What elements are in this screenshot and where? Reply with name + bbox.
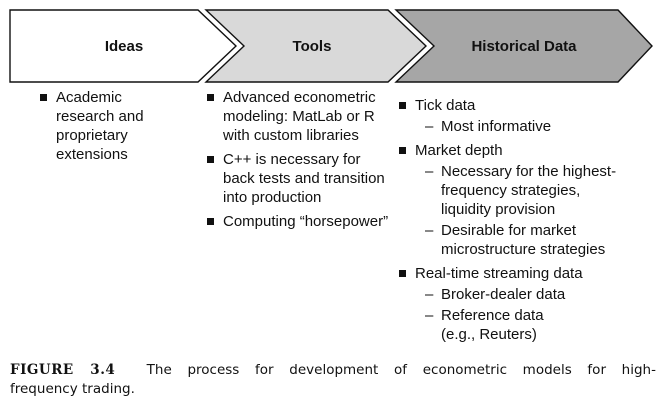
- bullet-text-line: Tick data: [415, 97, 476, 114]
- sub-bullet-text-line: Reference data: [441, 307, 544, 324]
- sub-bullet-item: Desirable for market microstructure strat…: [415, 221, 662, 259]
- sub-bullet-item: Necessary for the highest-frequency stra…: [415, 162, 662, 219]
- stage-title-historical-data: Historical Data: [471, 38, 577, 55]
- sub-bullet-text-line: liquidity provision: [441, 201, 556, 218]
- sub-bullet-text-line: (e.g., Reuters): [441, 326, 537, 343]
- bullet-text-line: with custom libraries: [223, 127, 359, 144]
- bullet-text-line: back tests and transition: [223, 170, 385, 187]
- bullet-text-line: proprietary: [56, 127, 128, 144]
- figure-label: FIGURE 3.4: [10, 362, 116, 378]
- sub-bullet-text-line: Necessary for the highest-: [441, 163, 617, 180]
- bullet-item: Market depthNecessary for the highest-fr…: [397, 141, 662, 259]
- bullet-text-line: research and: [56, 108, 144, 125]
- sub-bullet-list: Necessary for the highest-frequency stra…: [415, 162, 662, 259]
- bullet-text-line: into production: [223, 189, 322, 206]
- process-chevrons: Ideas Tools Historical Data: [9, 9, 653, 83]
- caption-line-2: frequency trading.: [10, 381, 135, 397]
- stage-title-tools: Tools: [293, 38, 332, 55]
- sub-bullet-text-line: Broker-dealer data: [441, 286, 566, 303]
- bullet-item: Tick dataMost informative: [397, 96, 662, 136]
- bullet-item: Real-time streaming dataBroker-dealer da…: [397, 264, 662, 344]
- stage-title-ideas: Ideas: [105, 38, 143, 55]
- bullet-text-line: Computing “horsepower”: [223, 213, 389, 230]
- sub-bullet-text-line: Desirable for market: [441, 222, 577, 239]
- ideas-column: Academic research and proprietary extension…: [38, 88, 198, 169]
- sub-bullet-list: Most informative: [415, 117, 662, 136]
- sub-bullet-text-line: microstructure strategies: [441, 241, 606, 258]
- bullet-item: C++ is necessary for back tests and trans…: [205, 150, 400, 207]
- bullet-text-line: modeling: MatLab or R: [223, 108, 375, 125]
- chevron-tools: [204, 9, 428, 83]
- bullet-text-line: Market depth: [415, 142, 503, 159]
- caption-text-1: The process for development of econometr…: [146, 362, 656, 378]
- chevron-ideas: [9, 9, 238, 83]
- bullet-item: Computing “horsepower”: [205, 212, 400, 231]
- ideas-list: Academic research and proprietary extension…: [38, 88, 198, 164]
- sub-bullet-text-line: Most informative: [441, 118, 552, 135]
- bullet-item: Academic research and proprietary extension…: [38, 88, 198, 164]
- chevron-historical-data: [394, 9, 653, 83]
- caption-line-1: FIGURE 3.4 The process for development o…: [10, 361, 656, 380]
- bullet-text-line: Real-time streaming data: [415, 265, 583, 282]
- sub-bullet-list: Broker-dealer dataReference data (e.g., R…: [415, 285, 662, 344]
- tools-list: Advanced econometric modeling: MatLab or …: [205, 88, 400, 231]
- bullet-text-line: C++ is necessary for: [223, 151, 361, 168]
- bullet-text-line: Academic: [56, 89, 122, 106]
- sub-bullet-item: Reference data (e.g., Reuters): [415, 306, 662, 344]
- sub-bullet-text-line: frequency strategies,: [441, 182, 581, 199]
- sub-bullet-item: Broker-dealer data: [415, 285, 662, 304]
- sub-bullet-item: Most informative: [415, 117, 662, 136]
- tools-column: Advanced econometric modeling: MatLab or …: [205, 88, 400, 236]
- bullet-item: Advanced econometric modeling: MatLab or …: [205, 88, 400, 145]
- figure-caption: FIGURE 3.4 The process for development o…: [10, 361, 656, 399]
- bullet-text-line: extensions: [56, 146, 128, 163]
- bullet-text-line: Advanced econometric: [223, 89, 376, 106]
